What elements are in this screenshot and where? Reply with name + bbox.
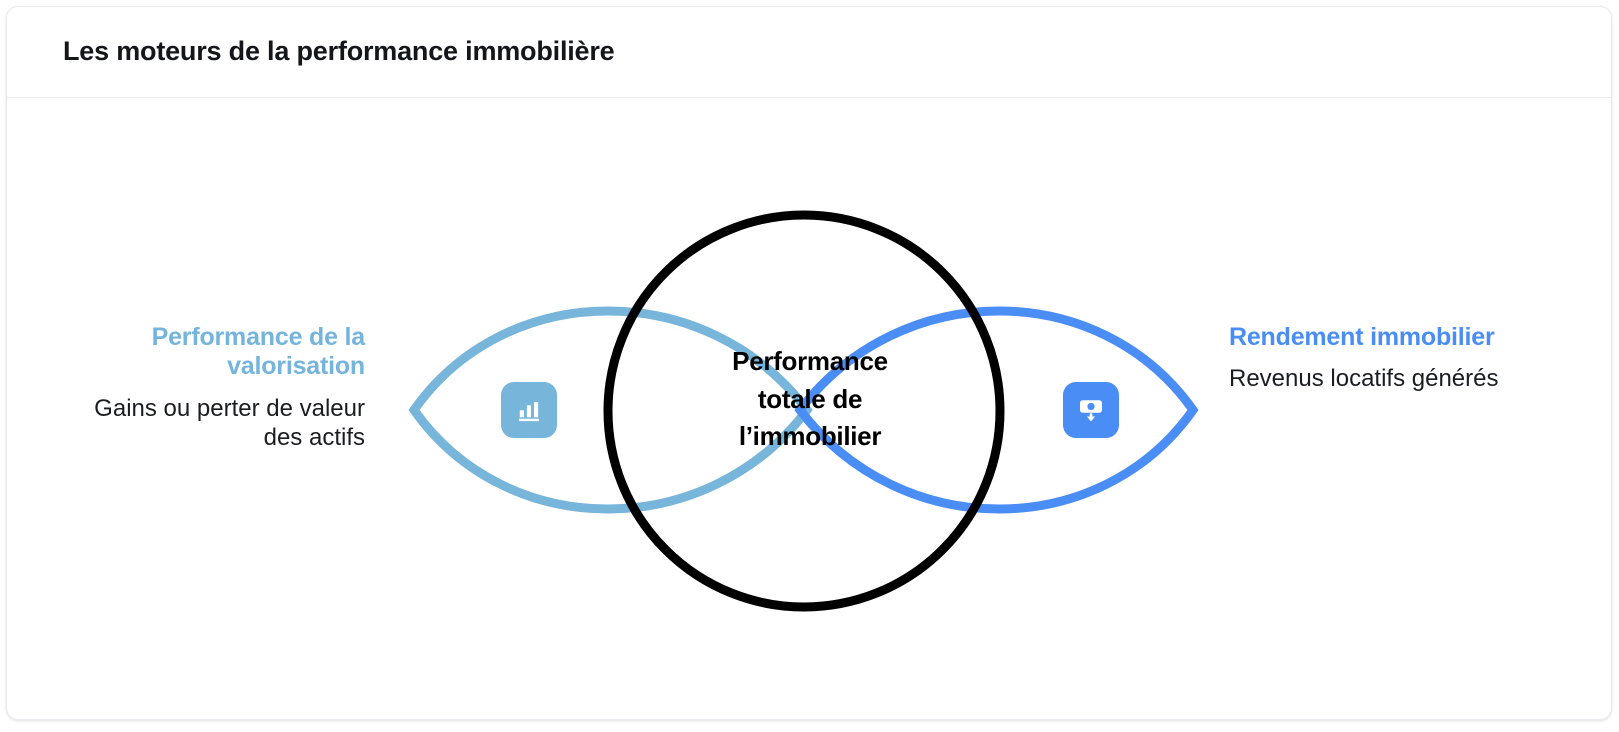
- center-circle-shape: [603, 210, 1005, 612]
- right-driver-icon-badge: [1063, 382, 1119, 438]
- money-down-icon: [1080, 400, 1102, 422]
- center-label: Performance totale de l’immobilier: [647, 343, 973, 456]
- page-title: Les moteurs de la performance immobilièr…: [63, 36, 615, 66]
- card-body: Performance de la valorisation Gains ou …: [7, 98, 1611, 719]
- center-label-line-3: l’immobilier: [738, 421, 882, 452]
- right-driver-label: Rendement immobilier Revenus locatifs gé…: [1229, 323, 1529, 394]
- left-driver-title: Performance de la valorisation: [151, 323, 366, 381]
- left-lens-shape: [408, 306, 813, 514]
- right-lens-shape: [794, 306, 1199, 514]
- center-label-line-2: totale de: [757, 383, 863, 414]
- diagram-card: Les moteurs de la performance immobilièr…: [6, 6, 1612, 720]
- left-driver-icon-badge: [501, 382, 557, 438]
- bar-chart-icon: [519, 402, 539, 422]
- center-label-line-1: Performance: [732, 346, 888, 376]
- right-driver-description: Revenus locatifs générés: [1229, 365, 1499, 393]
- right-driver-title: Rendement immobilier: [1229, 323, 1495, 351]
- card-header: Les moteurs de la performance immobilièr…: [7, 7, 1611, 98]
- venn-lens-diagram: [408, 210, 1199, 612]
- left-driver-label: Performance de la valorisation Gains ou …: [65, 323, 365, 452]
- left-driver-description: Gains ou perter de valeur des actifs: [94, 394, 365, 451]
